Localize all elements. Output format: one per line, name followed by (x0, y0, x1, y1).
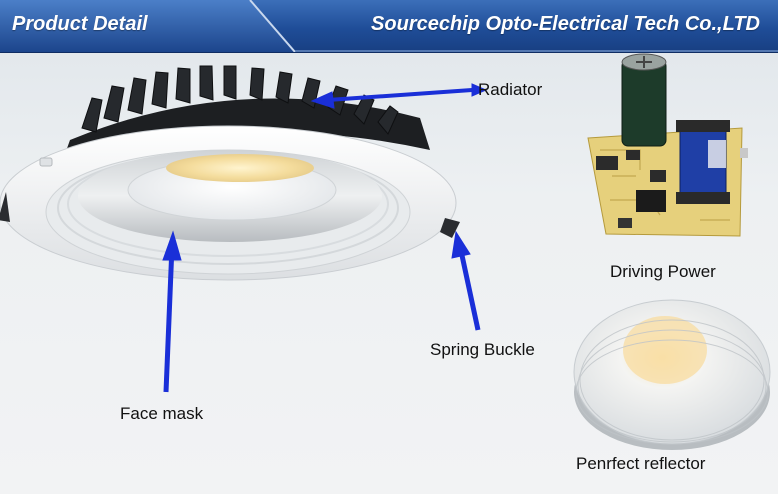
driver-pcb (587, 53, 748, 237)
spring-buckle-left (0, 192, 10, 222)
header-bar: Product Detail Sourcechip Opto-Electrica… (0, 0, 778, 53)
perfect-reflector (573, 299, 771, 450)
header-title-left: Product Detail (12, 13, 148, 35)
cob-led (166, 154, 314, 182)
spring-buckle-right (440, 218, 460, 238)
callout-arrows (162, 83, 488, 393)
driving-power-label: Driving Power (610, 262, 716, 281)
spring-buckle-label: Spring Buckle (430, 340, 535, 359)
header-divider-graphic (0, 0, 778, 52)
radiator-label: Radiator (478, 80, 543, 99)
face-mask-label: Face mask (120, 404, 204, 423)
header-company-name: Sourcechip Opto-Electrical Tech Co.,LTD (371, 13, 760, 35)
reflector-label: Penrfect reflector (576, 454, 706, 473)
